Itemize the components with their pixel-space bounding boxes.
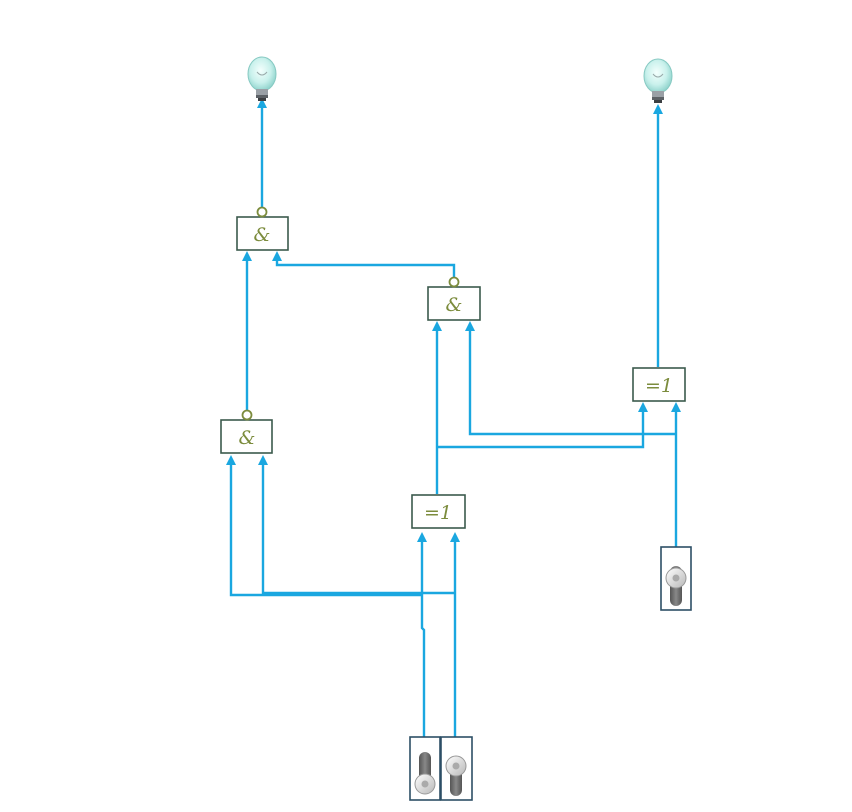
gate-and-middle[interactable]: & [427, 276, 481, 321]
gate-xor-right[interactable]: =1 [632, 367, 686, 402]
arrow-icon [653, 104, 663, 114]
wire-switchc-to-andmid [468, 325, 676, 436]
arrow-icon [272, 251, 282, 261]
inverter-bubble [256, 206, 268, 218]
arrow-icon [671, 402, 681, 412]
lightbulb-icon [643, 58, 673, 103]
toggle-switch-icon [414, 752, 436, 795]
arrow-icon [226, 455, 236, 465]
wire-switchb-to-andleft [261, 459, 455, 595]
toggle-switch-icon [665, 566, 687, 606]
gate-and-left[interactable]: & [220, 409, 273, 454]
inverter-bubble [448, 276, 460, 288]
lightbulb-icon [247, 56, 277, 101]
gate-label: =1 [424, 502, 452, 524]
arrow-icon [258, 455, 268, 465]
switch-a[interactable] [409, 736, 441, 801]
arrow-icon [417, 532, 427, 542]
toggle-switch-icon [445, 755, 467, 796]
gate-label: & [239, 427, 256, 449]
inverter-bubble [241, 409, 253, 421]
wire-andmid-to-andtop [275, 255, 456, 279]
switch-c[interactable] [660, 546, 692, 611]
arrow-icon [450, 532, 460, 542]
wire-switcha-to-xorbottom [420, 536, 426, 737]
gate-xor-bottom[interactable]: =1 [411, 494, 466, 529]
switch-b[interactable] [440, 736, 473, 801]
wire-switcha-to-andleft [229, 459, 422, 597]
lamp-left [247, 56, 277, 101]
gate-and-top[interactable]: & [236, 206, 289, 251]
gate-label: & [254, 224, 271, 246]
lamp-right [643, 58, 673, 103]
arrow-icon [638, 402, 648, 412]
arrow-icon [465, 321, 475, 331]
arrow-icon [432, 321, 442, 331]
arrow-icon [242, 251, 252, 261]
wire-xorbottom-to-xorright [437, 406, 645, 449]
wires [226, 98, 681, 737]
gate-label: & [446, 294, 463, 316]
gate-label: =1 [645, 375, 673, 397]
arrow-icon [257, 98, 267, 108]
